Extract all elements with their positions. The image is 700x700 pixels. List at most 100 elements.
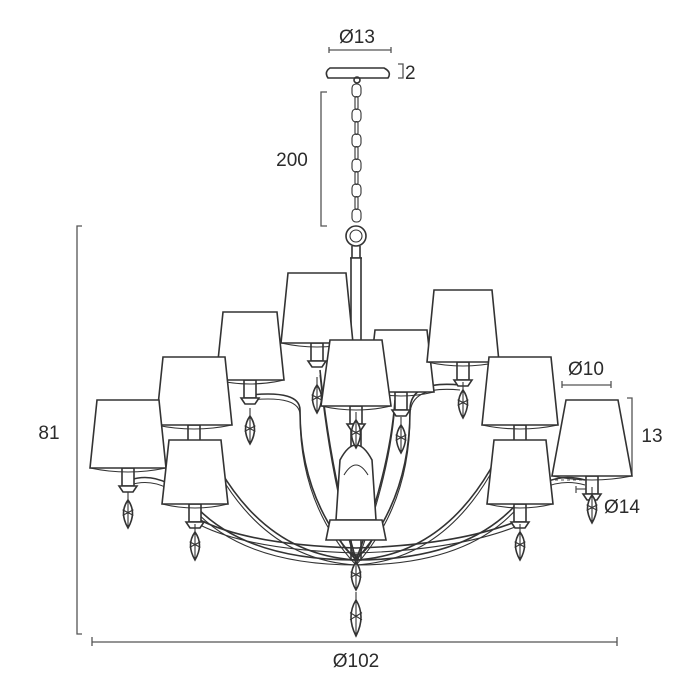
chain-link xyxy=(354,195,359,211)
chain-link xyxy=(351,108,362,123)
central-body-shade xyxy=(335,444,377,521)
lamp-shade xyxy=(161,439,229,505)
bobeche xyxy=(239,397,261,405)
lamp-shade xyxy=(320,339,392,407)
crystal-drop xyxy=(244,408,256,446)
lamp xyxy=(551,399,633,525)
overall-diameter-line xyxy=(91,637,618,646)
crystal-facets xyxy=(350,562,362,590)
chain-link xyxy=(351,158,362,173)
lamp-arm xyxy=(355,519,521,549)
central-bottom-shade xyxy=(325,519,387,541)
crystal-facets xyxy=(244,416,256,444)
crystal-drop xyxy=(349,592,363,638)
shade-bottom-diameter-label: Ø14 xyxy=(604,497,640,518)
ceiling-canopy xyxy=(325,67,391,79)
crystal-drop xyxy=(311,377,323,415)
crystal-drop xyxy=(586,487,598,525)
crystal-drop xyxy=(189,524,201,562)
lamp-arm-double xyxy=(355,404,396,566)
shade-rim xyxy=(481,424,559,430)
crystal-facets xyxy=(189,532,201,560)
crystal-drop xyxy=(122,492,134,530)
lamp-shade xyxy=(426,289,500,363)
chain-length-label: 200 xyxy=(276,150,308,171)
bottom-crystals xyxy=(349,554,363,638)
crystal-facets xyxy=(395,425,407,453)
candle-socket xyxy=(456,361,470,381)
crystal-drop xyxy=(457,382,469,420)
crystal-facets xyxy=(349,600,363,636)
bobeche xyxy=(117,485,139,493)
canopy-height-label: 2 xyxy=(405,63,416,84)
lamp xyxy=(486,439,554,562)
crystal-facets xyxy=(311,385,323,413)
lamp-shade xyxy=(89,399,167,469)
crystal-drop xyxy=(514,524,526,562)
shade-top-diameter-line xyxy=(561,381,612,388)
chain-length-line xyxy=(320,91,327,227)
central-body-band xyxy=(343,464,369,476)
chain xyxy=(351,83,362,223)
crystal-facets xyxy=(586,495,598,523)
shade-rim xyxy=(161,503,229,509)
overall-diameter-label: Ø102 xyxy=(333,651,379,672)
central-body xyxy=(325,444,387,556)
shade-height-label: 13 xyxy=(641,426,662,447)
lamp-arm-double xyxy=(355,524,521,554)
candle-socket xyxy=(243,379,257,399)
crystal-drop xyxy=(350,412,362,450)
crystal-facets xyxy=(350,420,362,448)
crystal-drop xyxy=(395,417,407,455)
candle-socket xyxy=(310,342,324,362)
candle-socket xyxy=(394,391,408,411)
shade-rim xyxy=(486,503,554,509)
candle-socket xyxy=(188,503,202,523)
crystal-facets xyxy=(122,500,134,528)
shade-top-diameter-label: Ø10 xyxy=(568,359,604,380)
canopy-hook xyxy=(353,76,361,84)
bobeche xyxy=(390,409,412,417)
lamp xyxy=(89,399,167,530)
body-height-label: 81 xyxy=(38,423,59,444)
chain-link xyxy=(351,83,362,98)
canopy-diameter-label: Ø13 xyxy=(339,27,375,48)
chain-link xyxy=(354,120,359,136)
lamp-arm xyxy=(199,519,357,549)
chain-link xyxy=(351,208,362,223)
dimension-labels: Ø13 2 200 81 Ø102 Ø10 13 Ø14 xyxy=(38,27,662,672)
body-height-line xyxy=(76,225,82,635)
canopy-height-line xyxy=(398,63,404,79)
shade-rim xyxy=(89,467,167,473)
lamp-shade xyxy=(551,399,633,477)
lamp xyxy=(426,289,500,420)
ring-connector xyxy=(350,246,362,259)
suspension-ring-inner xyxy=(349,229,363,243)
candle-socket xyxy=(121,467,135,487)
chain-link xyxy=(351,133,362,148)
chain-link xyxy=(354,170,359,186)
lamp xyxy=(161,439,229,562)
crystal-drop xyxy=(350,554,362,592)
lamp-shade xyxy=(481,356,559,426)
lamps xyxy=(89,272,633,562)
shade-rim xyxy=(320,405,392,411)
crystal-facets xyxy=(457,390,469,418)
lamp xyxy=(320,339,392,450)
lamp-arm-double xyxy=(355,481,586,566)
canopy-diameter-line xyxy=(328,47,392,53)
lamp-shade xyxy=(486,439,554,505)
lamp-shade xyxy=(280,272,354,344)
lamp-arm-double xyxy=(199,524,357,554)
chain-link xyxy=(354,95,359,111)
bobeche xyxy=(306,360,328,368)
shade-rim xyxy=(155,424,233,430)
chain-link xyxy=(351,183,362,198)
chain-link xyxy=(354,145,359,161)
lamp xyxy=(280,272,354,415)
shade-rim xyxy=(551,475,633,481)
candle-socket xyxy=(513,503,527,523)
suspension-ring xyxy=(345,225,367,247)
crystal-facets xyxy=(514,532,526,560)
